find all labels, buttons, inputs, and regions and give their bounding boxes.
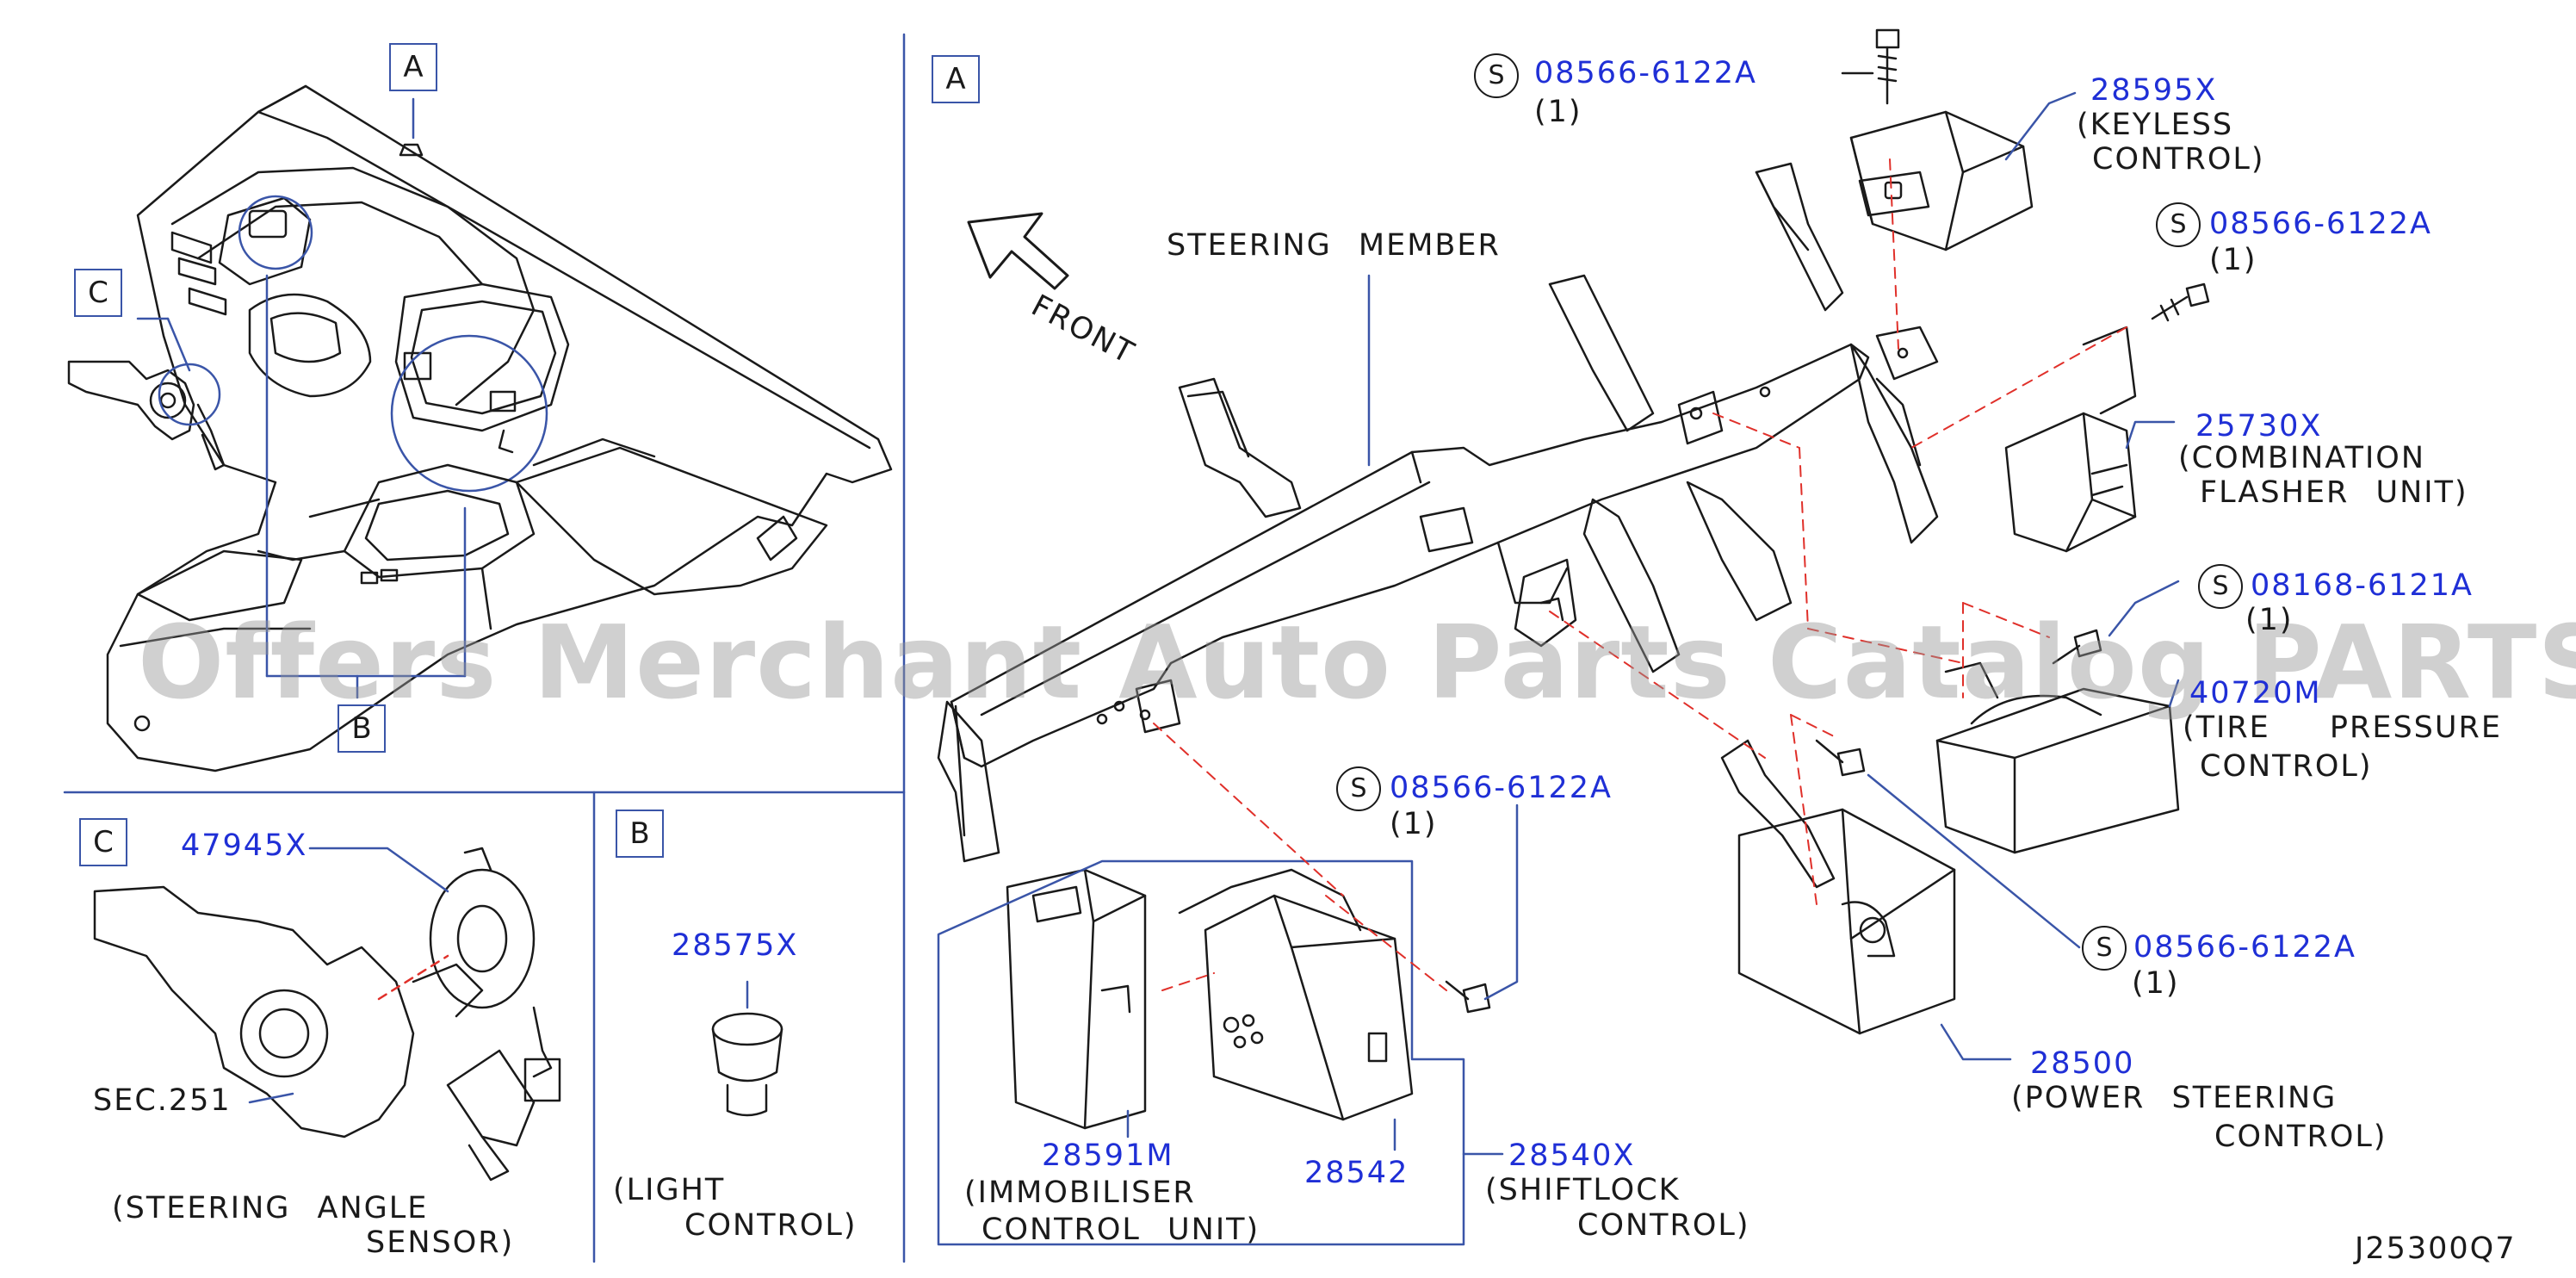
callout-b-dashboard: B (337, 704, 386, 753)
bolt-symbol-power: S (2082, 926, 2127, 971)
callout-c-panel: C (79, 818, 127, 866)
immobiliser-number: 28591M (1042, 1138, 1174, 1173)
flasher-unit-drawing (2004, 282, 2210, 553)
bolt-tire-number: 08168-6121A (2251, 568, 2474, 603)
keyless-control-name-2: CONTROL) (2092, 142, 2265, 177)
tire-pressure-name-2: CONTROL) (2200, 749, 2373, 784)
light-control-drawing (711, 1012, 783, 1117)
callout-a-main: A (932, 55, 980, 103)
watermark-text: Offers Merchant Auto Parts Catalog PARTS… (138, 603, 2576, 722)
dashboard-overview-drawing (67, 84, 893, 772)
bolt-symbol-tire: S (2198, 564, 2243, 609)
light-control-number: 28575X (672, 928, 799, 963)
power-steering-name-2: CONTROL) (2214, 1120, 2387, 1154)
power-steering-control-drawing (1720, 739, 1956, 1035)
tire-pressure-control-drawing (1935, 629, 2180, 854)
callout-a-dashboard: A (389, 43, 437, 91)
front-arrow (967, 212, 1069, 290)
shiftlock-name-2: CONTROL) (1577, 1208, 1750, 1243)
power-steering-number: 28500 (2030, 1046, 2135, 1081)
steering-angle-sensor-name-2: SENSOR) (366, 1225, 515, 1260)
light-control-name-1: (LIGHT (613, 1173, 726, 1207)
power-steering-name-1: (POWER STEERING (2011, 1081, 2338, 1115)
bolt-symbol-shift: S (1336, 766, 1381, 811)
panel-dividers (63, 33, 906, 1263)
bolt-flasher-qty: (1) (2209, 243, 2257, 277)
flasher-unit-name-1: (COMBINATION (2178, 441, 2426, 475)
shiftlock-name-1: (SHIFTLOCK (1485, 1173, 1681, 1207)
part-28542-number: 28542 (1304, 1156, 1409, 1190)
steering-member-drawing (937, 162, 1939, 863)
diagram-code: J25300Q7 (2355, 1231, 2517, 1266)
keyless-control-number: 28595X (2090, 73, 2218, 108)
callout-c-dashboard: C (74, 269, 122, 317)
guide-lines (1153, 158, 2127, 991)
flasher-unit-name-2: FLASHER UNIT) (2200, 475, 2468, 510)
callout-b-panel: B (616, 810, 664, 858)
bolt-symbol-top: S (1474, 53, 1519, 98)
flasher-unit-number: 25730X (2195, 409, 2323, 444)
immobiliser-name-1: (IMMOBILISER (964, 1176, 1196, 1210)
leader-lines (248, 91, 2180, 1156)
bolt-shift-qty: (1) (1390, 807, 1438, 841)
bolt-symbol-flasher: S (2156, 202, 2201, 247)
bolt-power-qty: (1) (2132, 966, 2180, 1001)
bolt-tire-qty: (1) (2245, 603, 2294, 637)
light-control-name-2: CONTROL) (684, 1208, 858, 1243)
keyless-control-name-1: (KEYLESS (2077, 108, 2234, 142)
bolt-flasher-number: 08566-6122A (2209, 207, 2432, 241)
tire-pressure-name-1: (TIRE PRESSURE (2183, 710, 2502, 745)
sec-251-label: SEC.251 (93, 1083, 232, 1118)
bolt-power-number: 08566-6122A (2133, 930, 2356, 965)
steering-angle-sensor-number: 47945X (181, 828, 308, 863)
bolt-shift-number: 08566-6122A (1390, 771, 1613, 805)
immobiliser-name-2: CONTROL UNIT) (981, 1213, 1260, 1247)
bolt-top-qty: (1) (1534, 95, 1582, 129)
steering-angle-sensor-name-1: (STEERING ANGLE (112, 1191, 429, 1225)
shiftlock-number: 28540X (1508, 1138, 1636, 1173)
keyless-control-drawing (1841, 28, 2034, 251)
bolt-top-number: 08566-6122A (1534, 56, 1757, 90)
steering-member-label: STEERING MEMBER (1167, 228, 1501, 263)
tire-pressure-number: 40720M (2189, 676, 2322, 710)
shiftlock-control-drawing (937, 859, 1491, 1246)
steering-angle-sensor-drawing (93, 847, 561, 1182)
